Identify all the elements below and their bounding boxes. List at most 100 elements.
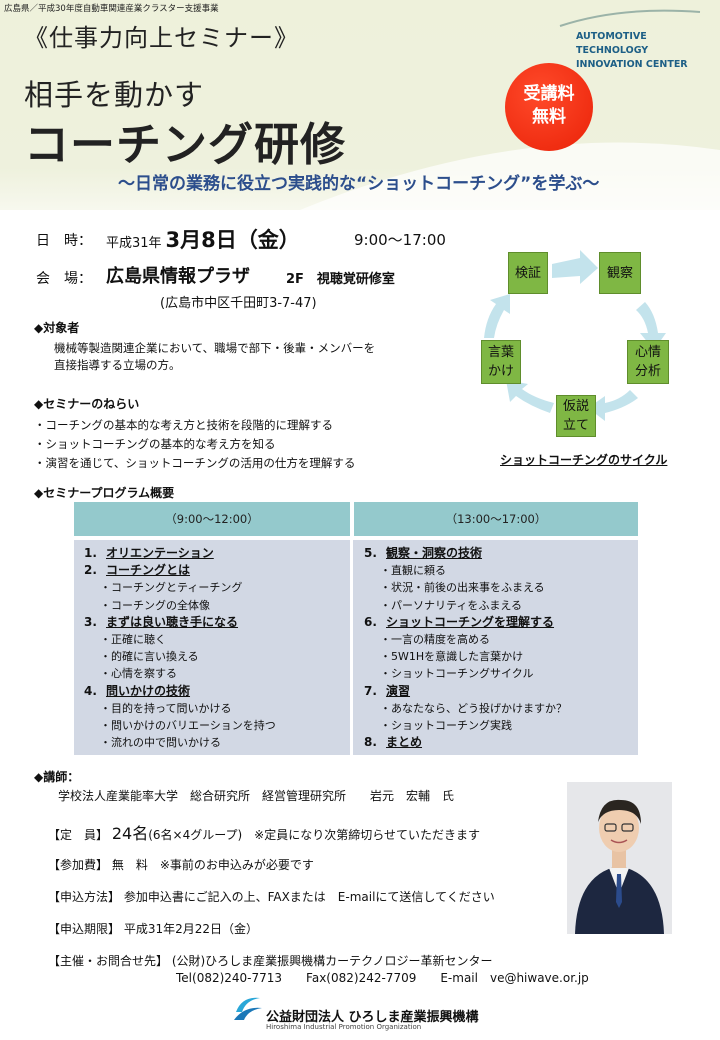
contact-row: 【主催・お問合せ先】 (公財)ひろしま産業振興機構カーテクノロジー革新センター [48, 954, 493, 968]
fee-row: 【参加費】 無 料 ※事前のお申込みが必要です [48, 858, 314, 872]
cycle-step-text: 仮説 [562, 399, 589, 414]
program-item-title: まずは良い聴き手になる [106, 614, 239, 629]
program-item: 7.演習 [364, 683, 567, 700]
program-item: 4. 問いかけの技術 [84, 683, 276, 700]
cycle-step-speak: 言葉かけ [481, 340, 521, 384]
cycle-step-hypothesis: 仮説立て [556, 395, 596, 437]
target-heading: ◆対象者 [34, 321, 80, 335]
program-subitem: ・パーソナリティをふまえる [380, 598, 523, 612]
place-label: 会 場： [36, 271, 92, 287]
divider [350, 502, 354, 536]
capacity-row: 【定 員】 24名(6名×4グループ) ※定員になり次第締切らせていただきます [48, 820, 480, 844]
capacity-note: (6名×4グループ) ※定員になり次第締切らせていただきます [148, 828, 481, 842]
program-item: 8.まとめ [364, 734, 567, 751]
aims-body: ・コーチングの基本的な考え方と技術を段階的に理解する ・ショットコーチングの基本… [34, 416, 355, 473]
program-item-title: コーチングとは [106, 563, 191, 578]
program-subitem: ・心情を察する [100, 667, 177, 681]
date-main: 3月8日（金） [165, 228, 300, 252]
program-item-title: 観察・洞察の技術 [386, 546, 483, 560]
organization-logo-icon [234, 997, 262, 1020]
program-item: 6. ショットコーチングを理解する [364, 614, 567, 631]
contact-numbers: Tel(082)240-7713 Fax(082)242-7709 E-mail… [176, 971, 589, 985]
program-item-number: 5. [364, 546, 377, 560]
program-item-title: オリエンテーション [106, 546, 214, 560]
program-subitem: ・5W1Hを意識した言葉かけ [380, 650, 524, 664]
date-era: 平成31年 [106, 236, 162, 251]
program-subitem: ・状況・前後の出来事をふまえる [380, 581, 545, 595]
aim-line: ・ショットコーチングの基本的な考え方を知る [34, 437, 276, 451]
cycle-arrows [484, 250, 666, 421]
program-item: 1. オリエンテーション [84, 545, 276, 562]
program-item-title: ショットコーチングを理解する [386, 614, 555, 629]
program-item-title: 問いかけの技術 [106, 683, 191, 698]
tagline: ～日常の業務に役立つ実践的な“ショットコーチング”を学ぶ～ [118, 174, 600, 194]
date-label: 日 時： [36, 233, 92, 249]
cycle-step-observe: 観察 [599, 252, 641, 294]
program-subitem: ・あなたなら、どう投げかけますか？ [380, 701, 567, 715]
program-item-number: 2. [84, 563, 97, 578]
place-name: 広島県情報プラザ [106, 266, 250, 287]
target-line: 機械等製造関連企業において、職場で部下・後輩・メンバーを [54, 341, 376, 355]
program-item-number: 1. [84, 546, 97, 560]
program-subitem: ・的確に言い換える [100, 650, 199, 664]
program-subitem: ・流れの中で問いかける [100, 736, 221, 750]
cycle-step-text: 言葉 [487, 345, 514, 360]
free-badge: 受講料 無料 [505, 63, 593, 151]
place-address: (広島市中区千田町3-7-47) [160, 296, 317, 311]
apply-row: 【申込方法】 参加申込書にご記入の上、FAXまたは E-mailにて送信してくだ… [48, 890, 495, 904]
program-subitem: ・問いかけのバリエーションを持つ [100, 719, 276, 733]
capacity-label: 【定 員】 [48, 828, 109, 842]
center-name-line: AUTOMOTIVE TECHNOLOGY [576, 31, 649, 56]
program-subitem: ・ショットコーチング実践 [380, 719, 512, 733]
top-note: 広島県／平成30年度自動車関連産業クラスター支援事業 [4, 4, 219, 14]
program-subitem: ・目的を持って問いかける [100, 701, 232, 715]
cycle-step-text: かけ [487, 364, 514, 379]
title-line-1: 相手を動かす [24, 78, 205, 112]
program-col-afternoon: （13:00～17:00） [354, 502, 638, 536]
header-wave-decoration [300, 9, 720, 210]
cycle-step-analyze: 心情分析 [627, 340, 669, 384]
deadline-row: 【申込期限】 平成31年2月22日（金） [48, 922, 258, 936]
organization-name-en: Hiroshima Industrial Promotion Organizat… [266, 1023, 422, 1031]
program-item-number: 3. [84, 614, 97, 629]
aim-line: ・コーチングの基本的な考え方と技術を段階的に理解する [34, 418, 333, 432]
target-body: 機械等製造関連企業において、職場で部下・後輩・メンバーを 直接指導する立場の方。 [54, 340, 375, 374]
badge-line: 無料 [532, 107, 566, 127]
program-heading: ◆セミナープログラム概要 [34, 486, 175, 500]
cycle-step-text: 観察 [606, 265, 633, 281]
program-col-morning: （9:00～12:00） [74, 502, 350, 536]
program-item: 2. コーチングとは [84, 562, 276, 579]
organization-name: 公益財団法人 ひろしま産業振興機構 [266, 1010, 479, 1025]
program-item-number: 6. [364, 614, 377, 629]
badge-line: 受講料 [523, 84, 575, 104]
program-table: （9:00～12:00） （13:00～17:00） 1. オリエンテーション 2.… [74, 502, 638, 755]
cycle-step-text: 検証 [514, 265, 541, 281]
center-logo-text: AUTOMOTIVE TECHNOLOGY INNOVATION CENTER [576, 30, 720, 72]
program-subitem: ・コーチングとティーチング [100, 581, 243, 595]
capacity-number: 24名 [111, 824, 149, 843]
program-item: 3. まずは良い聴き手になる [84, 614, 276, 631]
lecturer-heading: ◆講師： [34, 770, 80, 784]
program-item-number: 4. [84, 683, 97, 698]
divider [74, 536, 638, 540]
program-list-morning: 1. オリエンテーション 2. コーチングとは・コーチングとティーチング・コーチングの… [84, 545, 276, 751]
program-item-title: 演習 [386, 683, 411, 698]
target-line: 直接指導する立場の方。 [54, 358, 181, 372]
program-subitem: ・コーチングの全体像 [100, 598, 210, 612]
program-subitem: ・正確に聴く [100, 633, 166, 647]
cycle-step-text: 心情 [634, 345, 661, 360]
program-item: 5. 観察・洞察の技術 [364, 545, 567, 562]
lecturer-photo [567, 782, 672, 934]
title-line-2: コーチング研修 [24, 118, 347, 171]
lecturer-name: 学校法人産業能率大学 総合研究所 経営管理研究所 岩元 宏輔 氏 [58, 789, 455, 803]
seminar-series-title: 《仕事力向上セミナー》 [24, 24, 299, 52]
center-name-line: INNOVATION CENTER [576, 59, 688, 70]
program-subitem: ・直観に頼る [380, 564, 446, 578]
program-list-afternoon: 5. 観察・洞察の技術・直観に頼る・状況・前後の出来事をふまえる・パーソナリティを… [364, 545, 567, 751]
cycle-caption: ショットコーチングのサイクル [500, 453, 668, 467]
program-subitem: ・ショットコーチングサイクル [380, 667, 534, 681]
program-subitem: ・一言の精度を高める [380, 633, 490, 647]
place-floor: 2F 視聴覚研修室 [286, 272, 395, 287]
program-item-title: まとめ [386, 735, 423, 750]
